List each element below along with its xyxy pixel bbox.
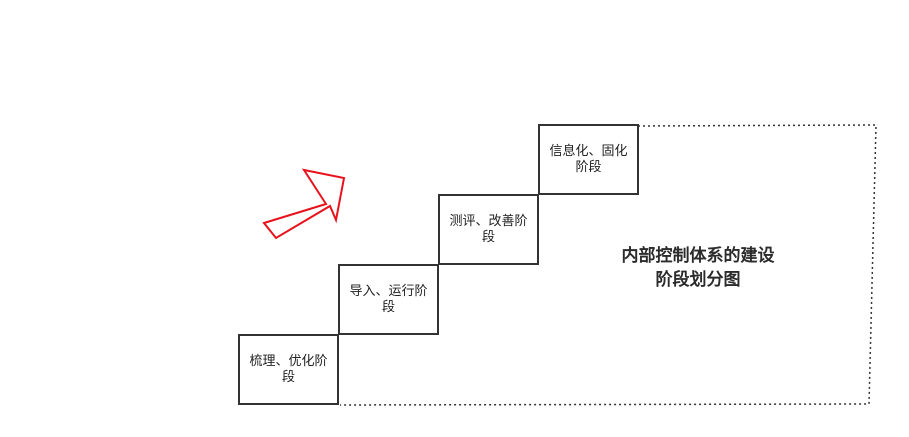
stage-step-4-label: 信息化、固化阶段 bbox=[549, 143, 628, 175]
stage-step-2: 导入、运行阶段 bbox=[338, 264, 439, 335]
stage-step-3: 测评、改善阶段 bbox=[438, 194, 539, 265]
stage-step-2-label: 导入、运行阶段 bbox=[349, 283, 428, 315]
diagram-title-line-2: 阶段划分图 bbox=[655, 270, 741, 290]
diagram-title: 内部控制体系的建设 阶段划分图 bbox=[598, 244, 798, 292]
stage-step-3-label: 测评、改善阶段 bbox=[449, 213, 528, 245]
stage-step-4: 信息化、固化阶段 bbox=[538, 124, 639, 195]
dotted-outline bbox=[339, 124, 877, 406]
upward-arrow-icon bbox=[262, 168, 346, 240]
stage-step-1-label: 梳理、优化阶段 bbox=[249, 353, 328, 385]
diagram-title-line-1: 内部控制体系的建设 bbox=[621, 246, 775, 266]
stage-step-1: 梳理、优化阶段 bbox=[238, 334, 339, 405]
